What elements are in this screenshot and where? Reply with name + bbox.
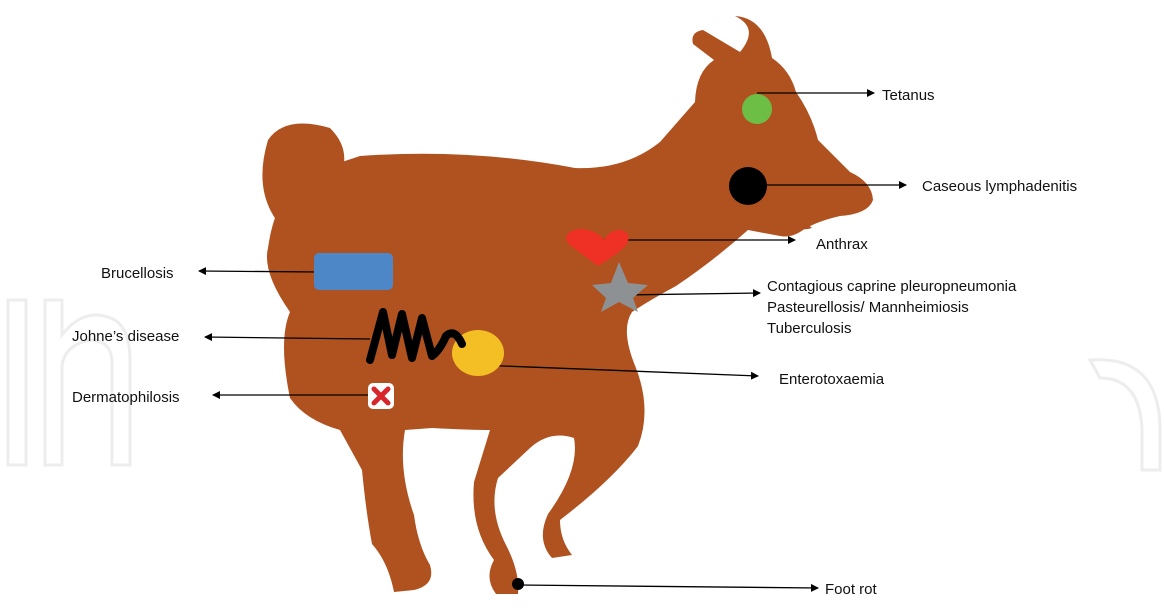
- green-circle-icon: [742, 94, 772, 124]
- rectangle-icon: [314, 253, 393, 290]
- label-ccpp: Contagious caprine pleuropneumonia: [767, 276, 1016, 297]
- label-tuberculosis: Tuberculosis: [767, 318, 1016, 339]
- x-mark-icon: [368, 383, 394, 409]
- black-circle-icon: [729, 167, 767, 205]
- label-johnes-disease: Johne’s disease: [72, 326, 179, 347]
- label-brucellosis: Brucellosis: [101, 263, 174, 284]
- label-dermatophilosis: Dermatophilosis: [72, 387, 180, 408]
- label-foot-rot: Foot rot: [825, 579, 877, 600]
- label-anthrax: Anthrax: [816, 234, 868, 255]
- label-pasteurellosis: Pasteurellosis/ Mannheimiosis: [767, 297, 1016, 318]
- label-enterotoxaemia: Enterotoxaemia: [779, 369, 884, 390]
- dot-icon: [512, 578, 524, 590]
- label-caseous-lymphadenitis: Caseous lymphadenitis: [922, 176, 1077, 197]
- label-tetanus: Tetanus: [882, 85, 935, 106]
- leader-foot-rot: [518, 585, 818, 588]
- label-respiratory-group: Contagious caprine pleuropneumonia Paste…: [767, 276, 1016, 339]
